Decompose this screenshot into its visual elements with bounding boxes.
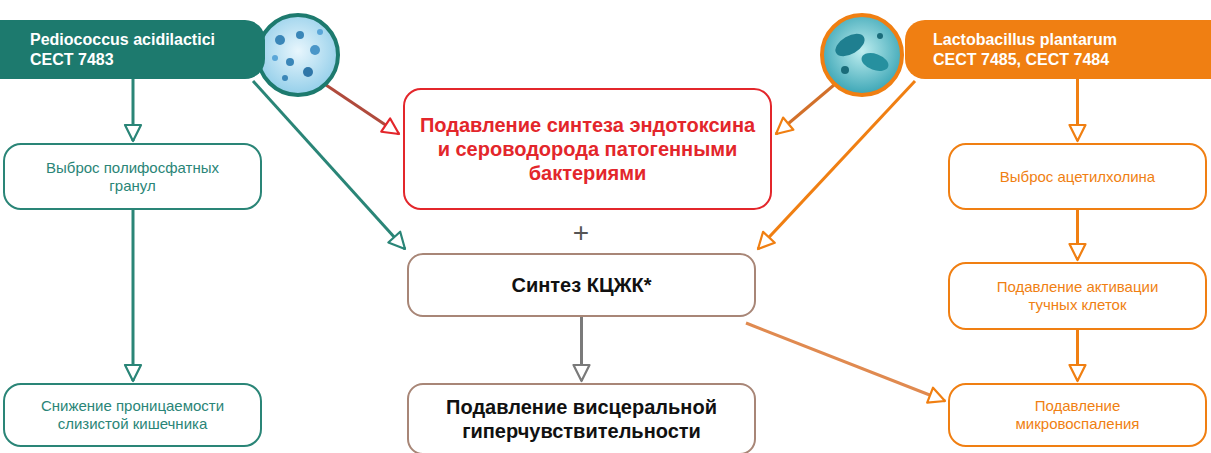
strain-header: Lactobacillus plantarum CECT 7485, CECT … xyxy=(905,20,1211,79)
strain-name: Pediococcus acidilactici CECT 7483 xyxy=(30,30,250,68)
effect-box: Подавление синтеза эндотоксина и серовод… xyxy=(403,88,772,210)
process-box: Подавление активации тучных клеток xyxy=(948,262,1207,330)
arrow-connector xyxy=(776,85,834,134)
strain-header: Pediococcus acidilactici CECT 7483 xyxy=(0,20,265,79)
effect-box: Синтез КЦЖК* xyxy=(407,253,756,317)
box-text: Подавление висцеральной гиперчувствитель… xyxy=(423,395,740,443)
arrow-connector xyxy=(1076,210,1079,260)
process-box: Выброс ацетилхолина xyxy=(948,143,1207,210)
bacteria-picture xyxy=(822,15,902,95)
process-box: Подавление микровоспаления xyxy=(948,383,1207,447)
process-box: Снижение проницаемости слизистой кишечни… xyxy=(3,383,262,447)
plus-sign: + xyxy=(573,219,589,247)
arrow-connector xyxy=(253,81,405,249)
box-text: Подавление активации тучных клеток xyxy=(978,278,1178,314)
process-box: Выброс полифосфатных гранул xyxy=(3,143,262,210)
arrow-connector xyxy=(1076,330,1079,381)
arrow-connector xyxy=(758,81,915,249)
box-text: Выброс ацетилхолина xyxy=(1000,168,1155,186)
box-text: Подавление микровоспаления xyxy=(978,397,1178,433)
box-text: Выброс полифосфатных гранул xyxy=(33,159,233,195)
arrow-connector xyxy=(326,85,399,134)
strain-name: Lactobacillus plantarum CECT 7485, CECT … xyxy=(933,30,1158,68)
effect-box: Подавление висцеральной гиперчувствитель… xyxy=(407,383,756,453)
box-text: Синтез КЦЖК* xyxy=(511,273,651,297)
arrow-connector xyxy=(580,317,583,381)
arrow-connector xyxy=(132,79,135,141)
arrow-connector xyxy=(1076,79,1079,141)
bacteria-picture xyxy=(258,15,338,95)
box-text: Подавление синтеза эндотоксина и серовод… xyxy=(419,113,756,185)
arrow-connector xyxy=(746,323,945,401)
arrow-connector xyxy=(132,210,135,381)
box-text: Снижение проницаемости слизистой кишечни… xyxy=(33,397,233,433)
